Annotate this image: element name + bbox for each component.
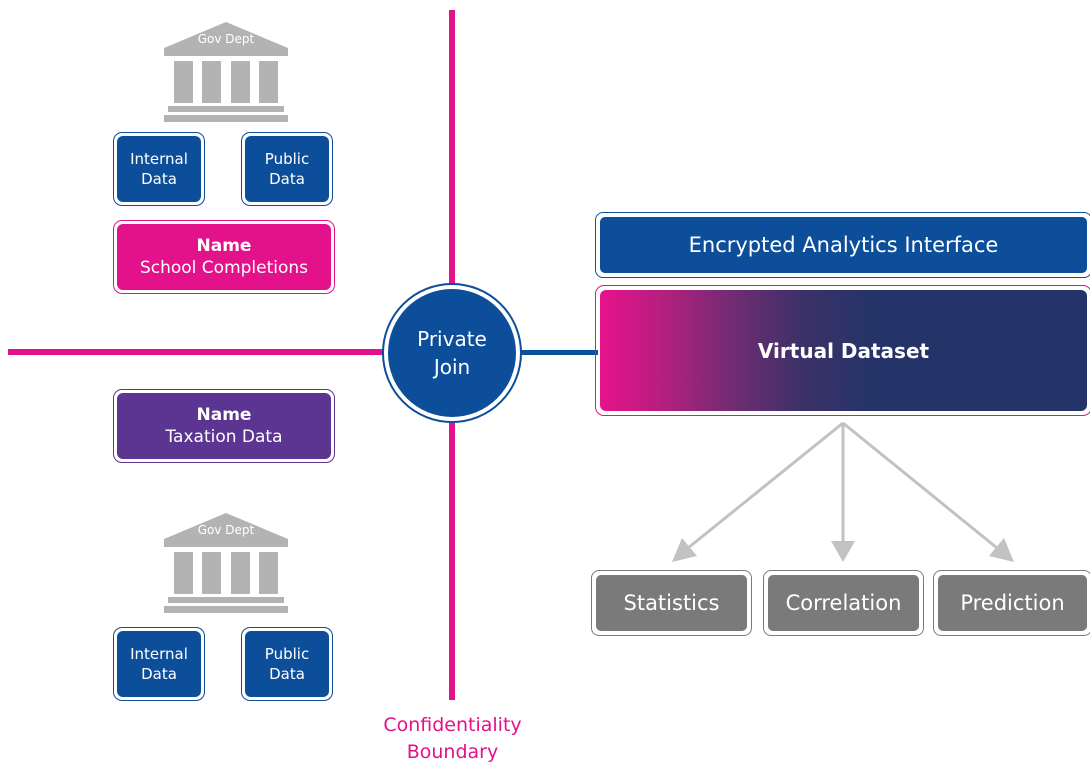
prediction-output-label: Prediction [938, 575, 1087, 631]
statistics-output-label: Statistics [596, 575, 747, 631]
internal-data-label-line2: Data [141, 665, 177, 683]
arrow-line-statistics [687, 421, 844, 550]
gov-dept-label-top: Gov Dept [197, 32, 255, 46]
dataset-name-title: Name [196, 405, 252, 425]
join-to-dataset-connector [520, 350, 598, 355]
boundary-label-line1: Confidentiality [383, 714, 522, 736]
gov-dept-label-bottom: Gov Dept [197, 523, 255, 537]
encrypted-analytics-interface-label: Encrypted Analytics Interface [600, 217, 1087, 273]
dataset-name-subtitle: Taxation Data [165, 427, 283, 447]
government-building-icon-top: Gov Dept [164, 22, 288, 122]
confidentiality-boundary-horizontal-line [8, 349, 388, 355]
arrowhead-prediction [989, 538, 1014, 562]
encrypted-analytics-interface-box: Encrypted Analytics Interface [595, 212, 1090, 278]
internal-data-box-bottom: Internal Data [113, 627, 205, 701]
internal-data-box-top: Internal Data [113, 132, 205, 206]
government-building-icon-bottom: Gov Dept [164, 513, 288, 613]
private-join-label-line2: Join [433, 355, 471, 379]
dataset-name-subtitle: School Completions [139, 258, 309, 278]
public-data-box-bottom: Public Data [241, 627, 333, 701]
boundary-label-line2: Boundary [406, 741, 499, 763]
school-completions-dataset-box: Name School Completions [113, 220, 335, 294]
public-data-label-line1: Public [264, 645, 310, 663]
arrow-line-prediction [842, 421, 998, 550]
internal-data-label-line2: Data [141, 170, 177, 188]
virtual-dataset-box: Virtual Dataset [595, 285, 1090, 416]
internal-data-label-line1: Internal [130, 645, 188, 663]
arrowhead-correlation [831, 541, 855, 562]
correlation-output-box: Correlation [763, 570, 924, 636]
internal-data-label-line1: Internal [130, 150, 188, 168]
confidentiality-boundary-label: Confidentiality Boundary [340, 712, 565, 766]
dataset-name-title: Name [196, 236, 252, 256]
prediction-output-box: Prediction [933, 570, 1090, 636]
arrowhead-statistics [672, 538, 697, 562]
public-data-label-line1: Public [264, 150, 310, 168]
public-data-label-line2: Data [269, 665, 305, 683]
public-data-label-line2: Data [269, 170, 305, 188]
private-join-node: Private Join [382, 283, 522, 423]
taxation-data-dataset-box: Name Taxation Data [113, 389, 335, 463]
virtual-dataset-label: Virtual Dataset [600, 290, 1087, 411]
public-data-box-top: Public Data [241, 132, 333, 206]
statistics-output-box: Statistics [591, 570, 752, 636]
private-join-label-line1: Private [417, 327, 487, 351]
correlation-output-label: Correlation [768, 575, 919, 631]
